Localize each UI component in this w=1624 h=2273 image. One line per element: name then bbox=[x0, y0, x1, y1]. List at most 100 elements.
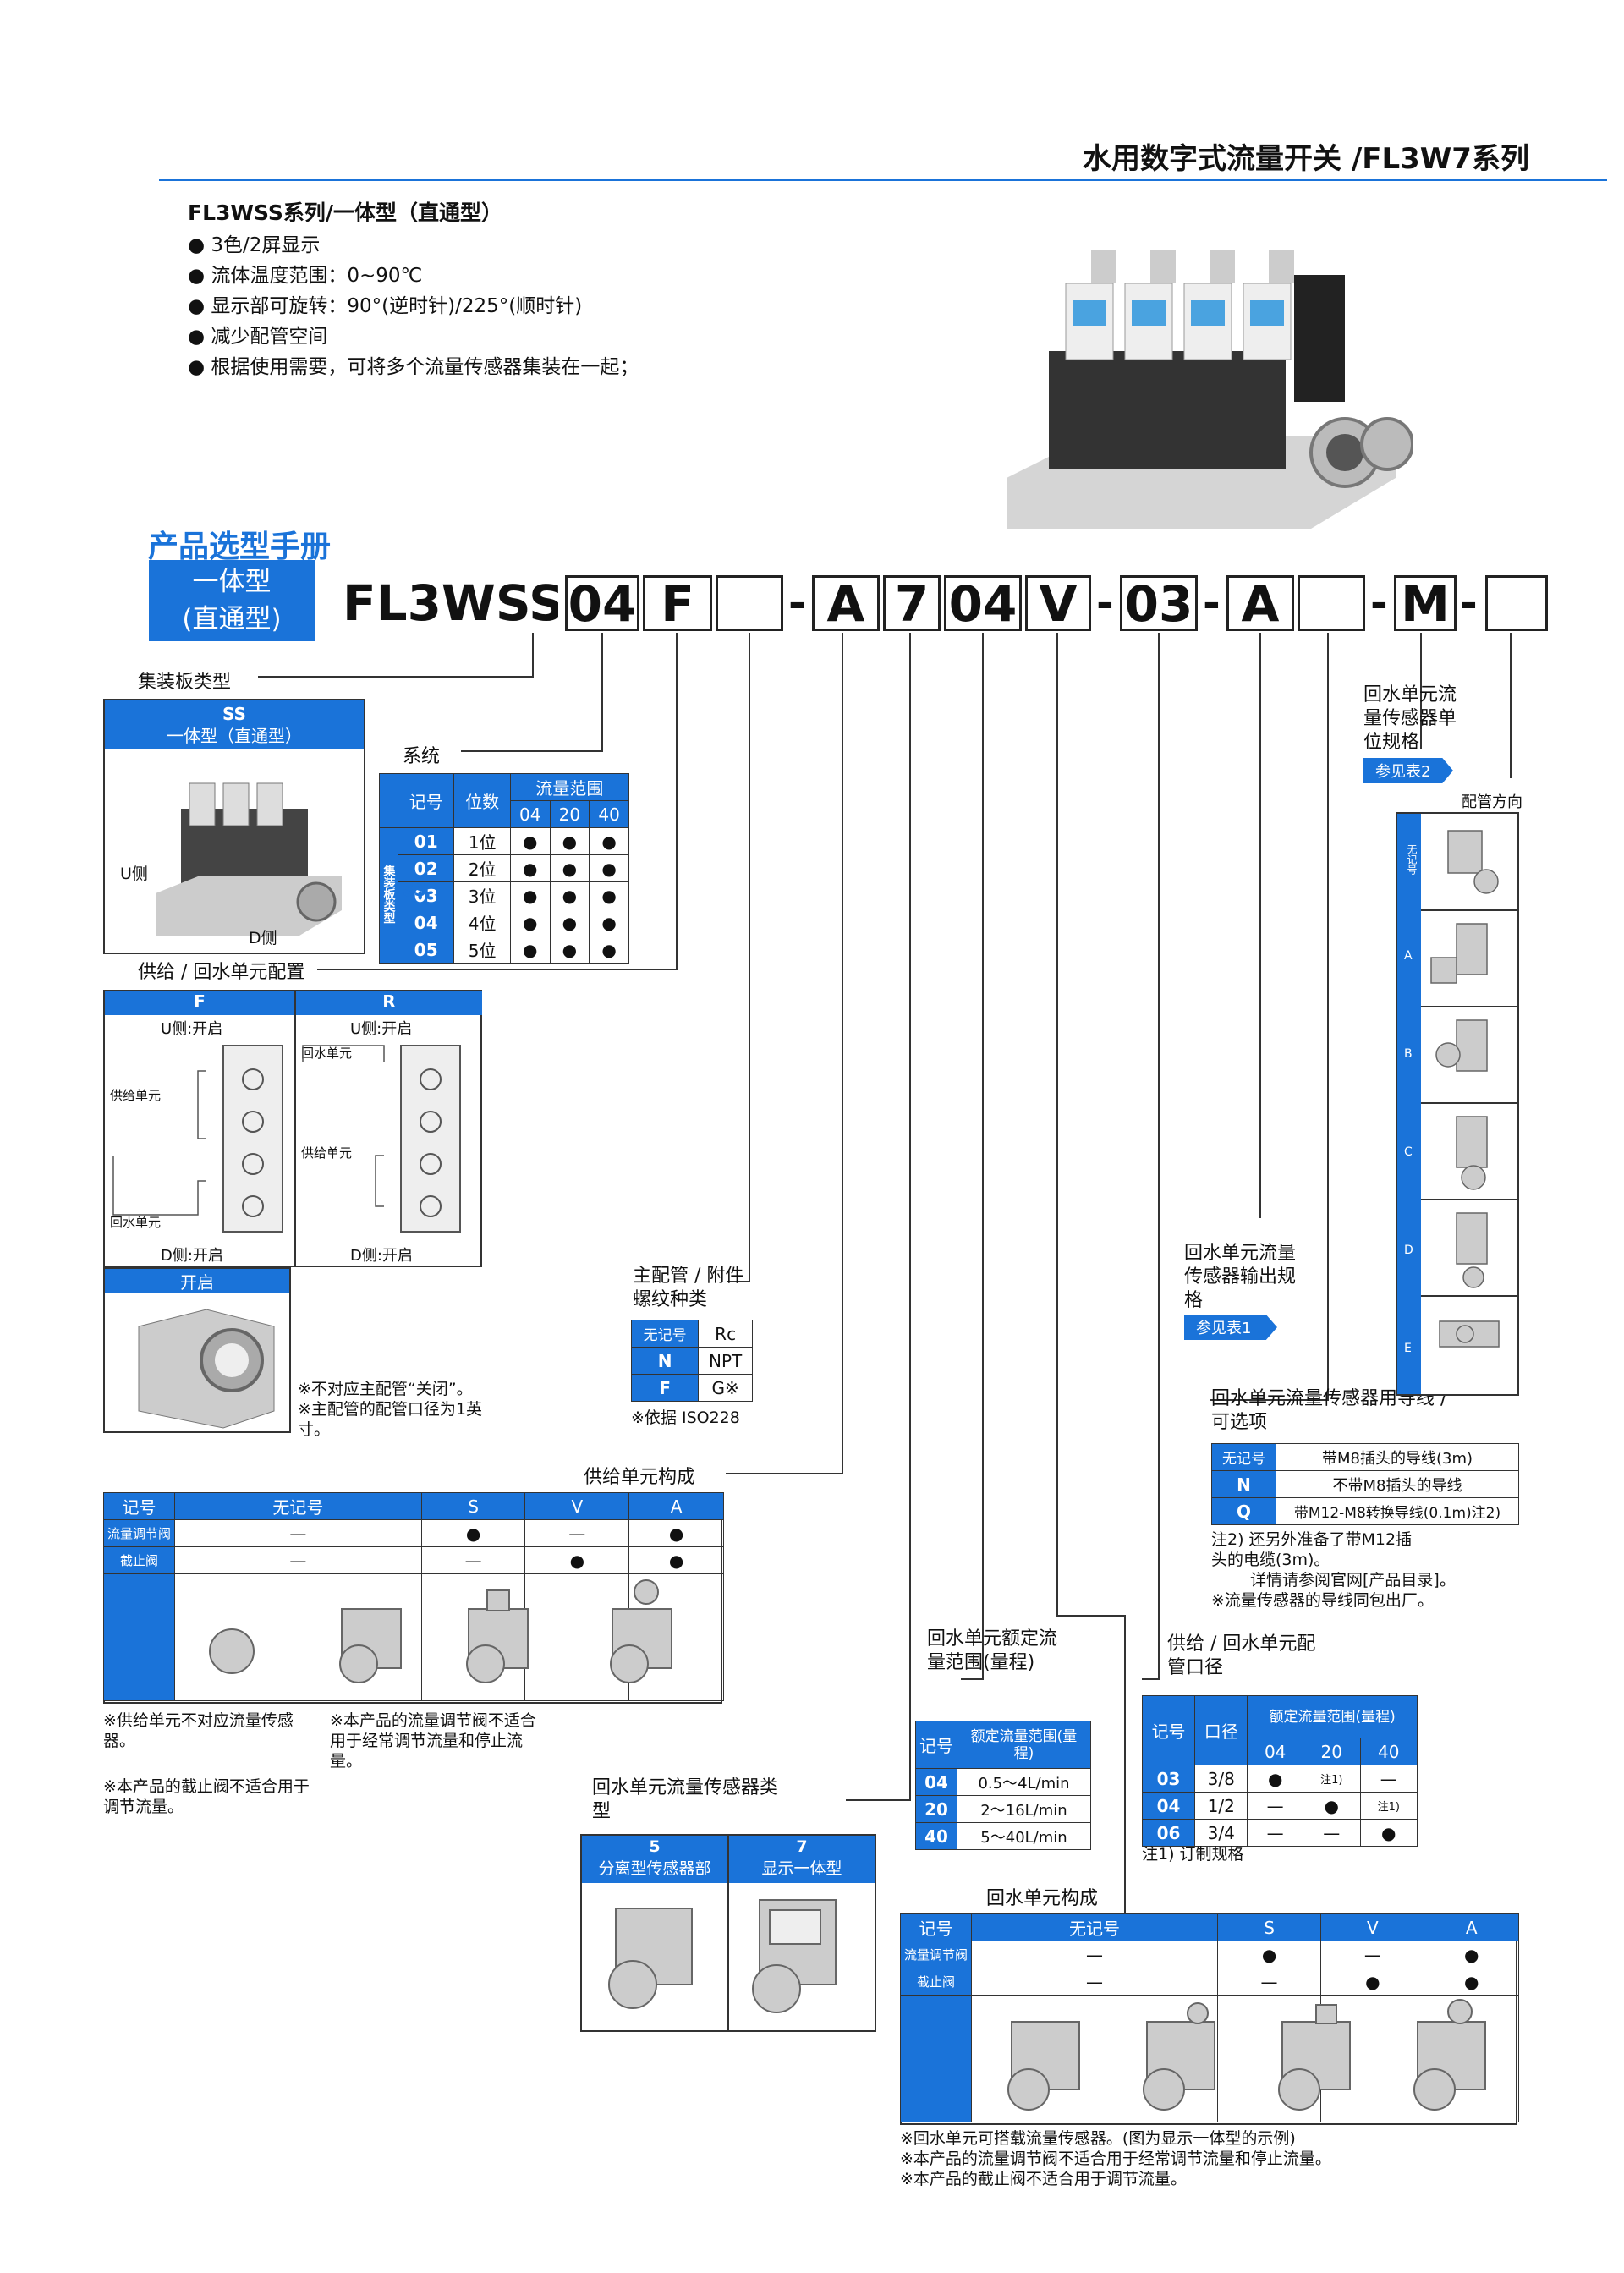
pn-cell-config: F bbox=[643, 575, 712, 631]
thread-title: 主配管 / 附件螺纹种类 bbox=[633, 1266, 744, 1310]
bullet: ● 3色/2屏显示 bbox=[188, 234, 321, 256]
supply-unit-note: ※供给单元不对应流量传感器。 bbox=[103, 1711, 294, 1750]
table-row: 无记号带M8插头的导线(3m) bbox=[1211, 1443, 1519, 1471]
sensor-type-panel: 5 分离型传感器部 7 显示一体型 bbox=[580, 1834, 876, 2032]
pn-cell-port: 03 bbox=[1120, 575, 1198, 631]
lead-note: ※流量传感器的导线同包出厂。 bbox=[1211, 1591, 1434, 1610]
supply-unit-note: ※本产品的截止阀不适合用于调节流量。 bbox=[103, 1777, 310, 1816]
port-size-title: 供给 / 回水单元配管口径 bbox=[1167, 1633, 1316, 1678]
supply-config-note: ※主配管的配管口径为1英寸。 bbox=[298, 1400, 483, 1439]
intro-subtitle: FL3WSS系列/一体型（直通型） bbox=[188, 200, 502, 225]
piping-images bbox=[1421, 830, 1517, 1348]
header-title: 水用数字式流量开关 /FL3W7系列 bbox=[1083, 142, 1529, 176]
d-side-label: D侧 bbox=[249, 929, 277, 947]
section-title: 产品选型手册 bbox=[148, 530, 332, 564]
sensor-type-title: 回水单元流量传感器类型 bbox=[592, 1777, 779, 1822]
product-photo bbox=[990, 224, 1413, 546]
pn-cell-thread bbox=[716, 575, 783, 631]
part-number-prefix: FL3WSS bbox=[343, 574, 558, 632]
return-unit-note: ※本产品的截止阀不适合用于调节流量。 bbox=[900, 2170, 1187, 2188]
intro-bullets: ● 3色/2屏显示 ● 流体温度范围：0~90℃ ● 显示部可旋转：90°(逆时… bbox=[188, 230, 639, 382]
open-panel: 开启 bbox=[103, 1267, 291, 1433]
manifold-title: 集装板类型 bbox=[138, 672, 232, 693]
system-ss-mark: SS bbox=[403, 880, 426, 900]
supply-unit-images bbox=[209, 1579, 672, 1683]
lead-note: 详情请参阅官网[产品目录]。 bbox=[1250, 1571, 1456, 1589]
bullet: ● 减少配管空间 bbox=[188, 326, 328, 348]
supply-config-panel: F R U侧:开启 U侧:开启 供给单元 回水单元 回水单元 供给单元 D侧:开… bbox=[103, 990, 482, 1267]
header-rule bbox=[159, 179, 1607, 181]
supply-unit-title: 供给单元构成 bbox=[584, 1467, 696, 1488]
return-unit-images bbox=[1007, 1999, 1486, 2111]
piping-panel: 无记号 A B C D E bbox=[1396, 812, 1519, 1396]
lead-note: 注2) 还另外准备了带M12插头的电缆(3m)。 bbox=[1211, 1530, 1413, 1569]
output-title: 回水单元流量传感器输出规格 bbox=[1184, 1243, 1297, 1311]
bullet: ● 显示部可旋转：90°(逆时针)/225°(顺时针) bbox=[188, 295, 583, 317]
supply-config-title: 供给 / 回水单元配置 bbox=[138, 962, 305, 983]
pn-cell-sensor: 7 bbox=[883, 575, 941, 631]
unit-spec-title: 回水单元流量传感器单位规格 bbox=[1363, 684, 1457, 753]
piping-title: 配管方向 bbox=[1462, 793, 1522, 811]
unit-spec-ref-badge: 参见表2 bbox=[1363, 758, 1453, 783]
manifold-code: SS bbox=[222, 704, 246, 724]
pn-cell-range: 04 bbox=[944, 575, 1022, 631]
pn-dash: - bbox=[1370, 579, 1388, 628]
return-unit-title: 回水单元构成 bbox=[986, 1888, 1099, 1909]
manifold-panel: SS 一体型（直通型） U侧 D侧 bbox=[103, 699, 365, 954]
pn-cell-size: 04 bbox=[565, 575, 639, 631]
table-row: 流量调节阀—●—● bbox=[899, 1941, 1519, 1968]
system-title: 系统 bbox=[403, 746, 441, 767]
pn-dash: - bbox=[1096, 579, 1114, 628]
pn-cell-return: V bbox=[1025, 575, 1091, 631]
sensor-images bbox=[608, 1899, 837, 2013]
pn-cell-piping bbox=[1485, 575, 1548, 631]
pn-cell-lead bbox=[1298, 575, 1365, 631]
pn-dash: - bbox=[1203, 579, 1221, 628]
manifold-desc: 一体型（直通型） bbox=[167, 726, 302, 746]
u-side-label: U侧 bbox=[120, 865, 148, 883]
pn-cell-unit: M bbox=[1394, 575, 1457, 631]
return-unit-note: ※回水单元可搭载流量传感器。(图为显示一体型的示例) bbox=[900, 2129, 1296, 2148]
config-diagram bbox=[112, 1045, 461, 1233]
bullet: ● 流体温度范围：0~90℃ bbox=[188, 265, 423, 287]
supply-unit-note: ※本产品的流量调节阀不适合用于经常调节流量和停止流量。 bbox=[330, 1711, 536, 1771]
pn-cell-output: A bbox=[1226, 575, 1294, 631]
pn-cell-supply: A bbox=[812, 575, 880, 631]
manifold-image bbox=[156, 782, 342, 936]
bullet: ● 根据使用需要，可将多个流量传感器集装在一起； bbox=[188, 356, 639, 378]
table-row: 截止阀——●● bbox=[102, 1546, 724, 1574]
open-image bbox=[138, 1309, 275, 1429]
return-unit-note: ※本产品的流量调节阀不适合用于经常调节流量和停止流量。 bbox=[900, 2149, 1331, 2168]
rated-flow-title: 回水单元额定流量范围(量程) bbox=[927, 1628, 1058, 1673]
table-row: 截止阀——●● bbox=[899, 1968, 1519, 1996]
table-row: 流量调节阀—●—● bbox=[102, 1519, 724, 1547]
type-badge: 一体型 (直通型) bbox=[149, 560, 315, 641]
port-size-note: 注1) 订制规格 bbox=[1142, 1845, 1244, 1864]
pn-dash: - bbox=[1460, 579, 1478, 628]
thread-note: ※依据 ISO228 bbox=[631, 1408, 740, 1427]
supply-config-note: ※不对应主配管“关闭”。 bbox=[298, 1380, 473, 1398]
